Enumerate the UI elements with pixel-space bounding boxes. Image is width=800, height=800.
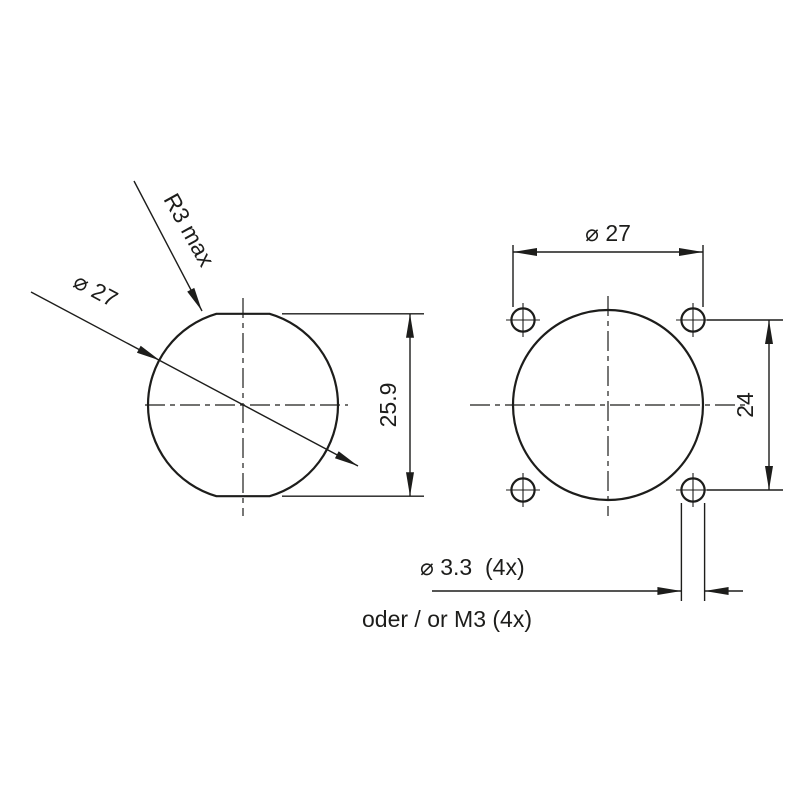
across-flats-label: 25.9 (375, 383, 401, 428)
arrowhead (765, 466, 773, 490)
hole-thread-label: oder / or M3 (4x) (362, 606, 532, 632)
left-view: ⌀ 27 R3 max 25.9 (30, 180, 424, 516)
diameter-leader-line (30, 291, 359, 467)
arrowhead (765, 320, 773, 344)
arrowhead (406, 472, 414, 497)
arrowhead (513, 248, 537, 256)
mounting-hole (506, 303, 540, 337)
diameter-label: ⌀ 27 (69, 268, 122, 312)
flange-circle (511, 308, 705, 502)
right-view: ⌀ 27 24 ⌀ 3.3 (4x) oder / or M3 (4x) (362, 220, 783, 632)
cutout-outline (146, 312, 340, 498)
diameter-label: ⌀ 27 (585, 220, 631, 246)
hole-pitch-label: 24 (732, 392, 758, 418)
mounting-hole (506, 473, 540, 507)
arrowhead (657, 587, 682, 595)
arrowhead (406, 313, 414, 338)
mounting-hole (676, 473, 710, 507)
hole-diameter-label: ⌀ 3.3 (4x) (420, 554, 525, 580)
mounting-hole (676, 303, 710, 337)
arrowhead (704, 587, 729, 595)
arrowhead (187, 287, 202, 311)
arrowhead (136, 345, 160, 361)
corner-radius-label: R3 max (159, 189, 220, 271)
radius-leader-line (133, 180, 203, 312)
arrowhead (334, 451, 358, 466)
arrowhead (679, 248, 703, 256)
